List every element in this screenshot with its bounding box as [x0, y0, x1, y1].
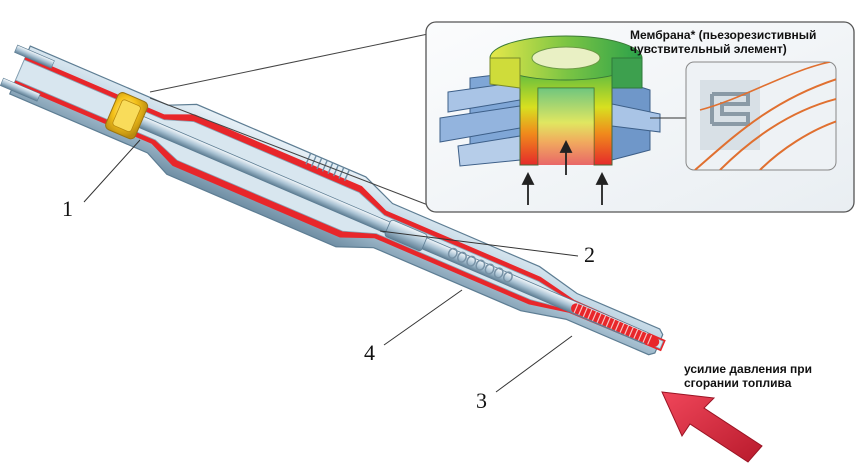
membrane-cutaway	[439, 35, 688, 205]
rod-collar	[384, 219, 428, 252]
connector-tube	[0, 77, 41, 102]
pressure-arrows	[521, 139, 609, 205]
heater-coil-tip	[571, 303, 660, 347]
membrane-title-line2: чувствительный элемент)	[630, 42, 787, 56]
callout-3: 3	[476, 388, 487, 413]
membrane-inset	[149, 21, 855, 213]
membrane-title-line1: Мембрана* (пьезорезистивный	[630, 28, 817, 42]
callout-4: 4	[364, 340, 375, 365]
glow-plug	[0, 44, 666, 356]
strain-gauge-zoom	[685, 61, 837, 171]
zoom-line	[149, 33, 429, 93]
zoom-line	[149, 97, 429, 206]
connector-tube	[14, 44, 55, 69]
callout-2: 2	[584, 242, 595, 267]
force-label-line1: усилие давления при	[684, 362, 812, 376]
membrane-title: Мембрана* (пьезорезистивный чувствительн…	[630, 28, 816, 56]
heater-coil-inner	[447, 247, 513, 283]
combustion-force-arrow	[661, 391, 763, 463]
sensor-ring	[112, 99, 141, 132]
force-label-line2: сгорании топлива	[684, 376, 792, 390]
force-label: усилие давления при сгорании топлива	[684, 362, 812, 390]
leader-lines	[83, 139, 579, 393]
callout-1: 1	[62, 196, 73, 221]
